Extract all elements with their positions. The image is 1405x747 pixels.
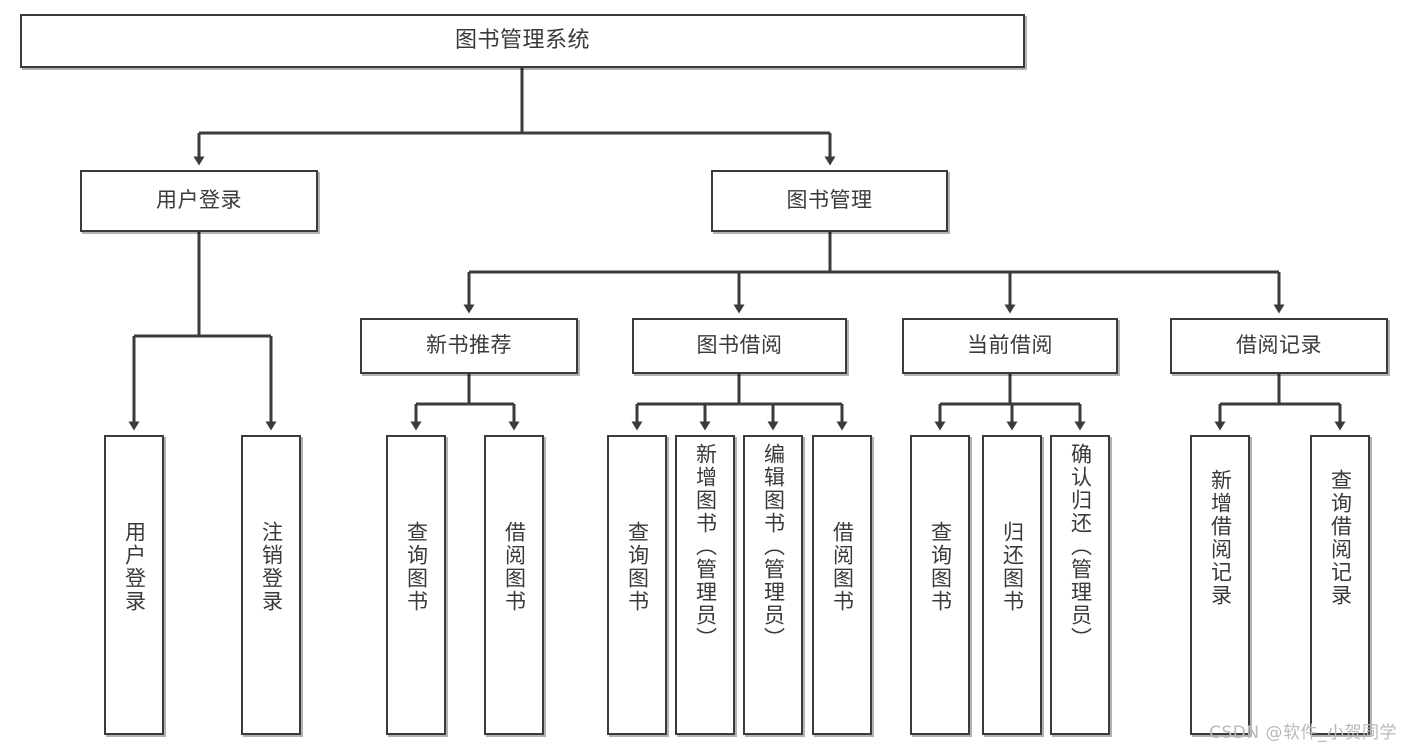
node-current-borrow-label: 当前借阅 — [967, 333, 1053, 358]
node-book-management[interactable]: 图书管理 — [711, 170, 948, 232]
leaf-query-book-current-label: 查询图书 — [928, 521, 953, 613]
leaf-add-borrow-record[interactable]: 新增借阅记录 — [1190, 435, 1250, 735]
leaf-confirm-return-admin[interactable]: 确认归还（管理员） — [1050, 435, 1110, 735]
node-root[interactable]: 图书管理系统 — [20, 14, 1025, 68]
leaf-query-book-newbook-label: 查询图书 — [404, 521, 429, 613]
node-borrow-record-label: 借阅记录 — [1236, 333, 1322, 358]
leaf-user-login-label: 用户登录 — [122, 521, 147, 613]
node-root-label: 图书管理系统 — [454, 27, 590, 53]
leaf-add-book-admin-label: 新增图书（管理员） — [693, 443, 718, 650]
leaf-return-book-label: 归还图书 — [1000, 521, 1025, 613]
leaf-lend-book[interactable]: 借阅图书 — [812, 435, 872, 735]
watermark: CSDN @软件_小贺同学 — [1209, 723, 1397, 743]
leaf-borrow-book-newbook-label: 借阅图书 — [502, 521, 527, 613]
node-new-book-recommend-label: 新书推荐 — [426, 333, 512, 358]
node-book-management-label: 图书管理 — [786, 188, 873, 213]
leaf-logout[interactable]: 注销登录 — [241, 435, 301, 735]
leaf-add-borrow-record-label: 新增借阅记录 — [1208, 469, 1233, 607]
leaf-query-borrow-record[interactable]: 查询借阅记录 — [1310, 435, 1370, 735]
leaf-query-borrow-record-label: 查询借阅记录 — [1328, 469, 1353, 607]
node-new-book-recommend[interactable]: 新书推荐 — [360, 318, 578, 374]
node-book-borrow[interactable]: 图书借阅 — [632, 318, 847, 374]
node-user-login-label: 用户登录 — [156, 188, 242, 213]
leaf-edit-book-admin[interactable]: 编辑图书（管理员） — [743, 435, 803, 735]
leaf-return-book[interactable]: 归还图书 — [982, 435, 1042, 735]
leaf-user-login[interactable]: 用户登录 — [104, 435, 164, 735]
leaf-query-book-borrow-label: 查询图书 — [625, 521, 650, 613]
node-current-borrow[interactable]: 当前借阅 — [902, 318, 1118, 374]
leaf-lend-book-label: 借阅图书 — [830, 521, 855, 613]
leaf-query-book-borrow[interactable]: 查询图书 — [607, 435, 667, 735]
leaf-add-book-admin[interactable]: 新增图书（管理员） — [675, 435, 735, 735]
node-user-login[interactable]: 用户登录 — [80, 170, 318, 232]
leaf-query-book-current[interactable]: 查询图书 — [910, 435, 970, 735]
leaf-confirm-return-admin-label: 确认归还（管理员） — [1068, 443, 1093, 650]
leaf-query-book-newbook[interactable]: 查询图书 — [386, 435, 446, 735]
leaf-logout-label: 注销登录 — [259, 521, 284, 613]
node-book-borrow-label: 图书借阅 — [696, 333, 783, 358]
node-borrow-record[interactable]: 借阅记录 — [1170, 318, 1388, 374]
leaf-edit-book-admin-label: 编辑图书（管理员） — [761, 443, 786, 650]
leaf-borrow-book-newbook[interactable]: 借阅图书 — [484, 435, 544, 735]
